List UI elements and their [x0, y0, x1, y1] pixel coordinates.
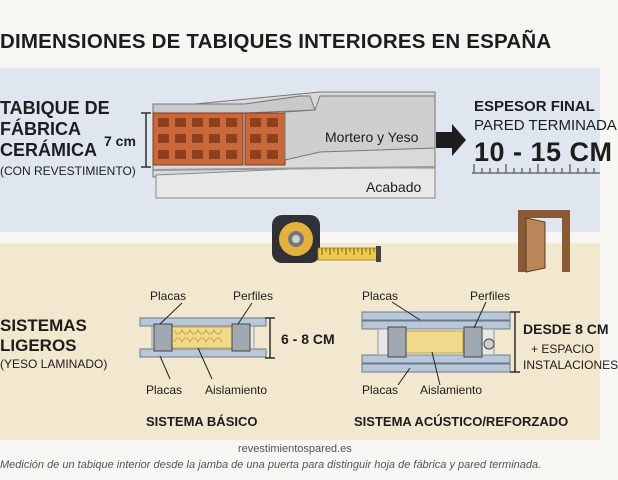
brick-hole	[192, 134, 203, 143]
ceramic-subheading: (CON REVESTIMIENTO)	[0, 164, 136, 178]
brick-holes	[158, 118, 278, 159]
acoustic-caption: SISTEMA ACÚSTICO/REFORZADO	[354, 414, 569, 429]
brick-hole	[209, 150, 220, 159]
acoustic-insulation-label: Aislamiento	[420, 383, 483, 397]
basic-profiles-label: Perfiles	[233, 289, 274, 303]
brick-hole	[158, 134, 169, 143]
brick-hole	[267, 134, 278, 143]
light-heading-line2: LIGEROS	[0, 336, 77, 355]
final-thickness-sub: PARED TERMINADA	[474, 117, 617, 134]
diagram-svg	[139, 91, 600, 386]
acoustic-profiles-label: Perfiles	[470, 289, 511, 303]
brick-hole	[175, 118, 186, 127]
final-thickness-value: 10 - 15 CM	[474, 137, 613, 167]
door-frame-icon	[518, 210, 570, 273]
final-thickness-label: ESPESOR FINAL	[474, 98, 595, 115]
acoustic-dimension: DESDE 8 CM	[523, 321, 609, 337]
light-heading: SISTEMAS LIGEROS	[0, 316, 87, 356]
watermark: revestimientospared.es	[238, 443, 352, 455]
brick-hole	[192, 150, 203, 159]
basic-dimension-bracket	[265, 317, 275, 359]
brick-hole	[250, 118, 261, 127]
ceramic-heading-line1: TABIQUE DE	[0, 98, 110, 118]
light-heading-line1: SISTEMAS	[0, 316, 87, 335]
acoustic-plates-bottom-label: Placas	[362, 383, 399, 397]
acoustic-plates-top-label: Placas	[362, 289, 399, 303]
basic-caption: SISTEMA BÁSICO	[146, 414, 258, 429]
layer-mortar-label: Mortero y Yeso	[325, 129, 419, 145]
arrow-right-icon	[436, 124, 466, 156]
brick-hole	[250, 134, 261, 143]
brick-hole	[267, 150, 278, 159]
ceramic-dimension-bracket	[141, 112, 151, 168]
brick-hole	[267, 118, 278, 127]
tape-measure-icon	[272, 215, 381, 263]
ceramic-heading-line2: FÁBRICA	[0, 119, 81, 139]
brick-hole	[158, 150, 169, 159]
basic-plates-bottom-label: Placas	[146, 383, 183, 397]
brick-hole	[209, 118, 220, 127]
ceramic-heading: TABIQUE DE FÁBRICA CERÁMICA	[0, 98, 110, 161]
basic-insulation-label: Aislamiento	[205, 383, 268, 397]
basic-system-illustration	[139, 317, 267, 358]
brick-hole	[158, 118, 169, 127]
ceramic-heading-line3: CERÁMICA	[0, 140, 97, 160]
brick-hole	[226, 150, 237, 159]
acoustic-leader-lines	[391, 301, 487, 386]
figure-caption: Medición de un tabique interior desde la…	[0, 459, 542, 471]
brick-hole	[175, 134, 186, 143]
brick-hole	[226, 118, 237, 127]
layer-finish-label: Acabado	[366, 179, 422, 195]
basic-plates-top-label: Placas	[150, 289, 187, 303]
brick-hole	[209, 134, 220, 143]
light-systems-panel	[0, 243, 600, 440]
basic-dimension: 6 - 8 CM	[281, 331, 335, 347]
acoustic-extra-line1: + ESPACIO	[531, 342, 594, 356]
ceramic-dimension: 7 cm	[104, 133, 136, 149]
brick-hole	[175, 150, 186, 159]
acoustic-system-illustration	[361, 311, 511, 373]
acoustic-dimension-bracket	[510, 311, 520, 373]
brick-hole	[192, 118, 203, 127]
basic-leader-lines	[159, 302, 253, 380]
brick-hole	[226, 134, 237, 143]
acoustic-extra-line2: INSTALACIONES	[523, 358, 618, 372]
light-subheading: (YESO LAMINADO)	[0, 357, 108, 371]
brick-hole	[250, 150, 261, 159]
page-title: DIMENSIONES DE TABIQUES INTERIORES EN ES…	[0, 30, 552, 53]
